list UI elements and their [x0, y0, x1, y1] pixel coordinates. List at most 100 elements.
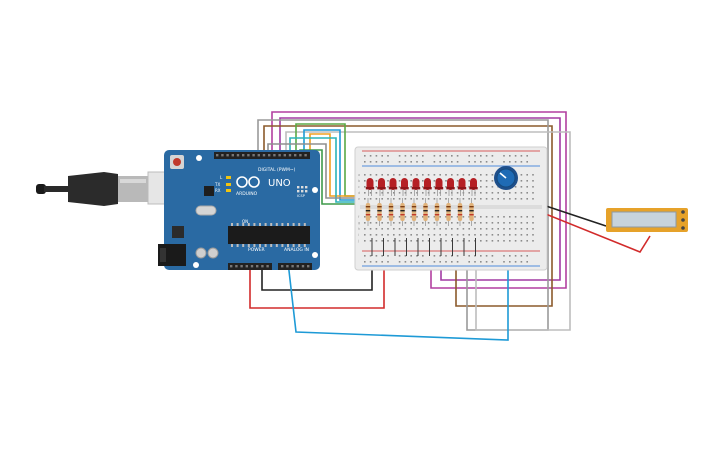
breadboard-hole[interactable]	[497, 240, 499, 242]
breadboard-hole[interactable]	[503, 198, 505, 200]
breadboard-hole[interactable]	[364, 228, 366, 230]
breadboard-hole[interactable]	[404, 198, 407, 200]
breadboard-hole[interactable]	[433, 198, 436, 200]
breadboard-hole[interactable]	[433, 186, 436, 188]
usb-cable[interactable]	[36, 171, 169, 206]
breadboard-hole[interactable]	[445, 240, 447, 242]
breadboard-hole[interactable]	[468, 192, 470, 194]
lcd-pin-2[interactable]	[681, 218, 685, 222]
rail-hole[interactable]	[369, 255, 372, 257]
power-pin[interactable]	[240, 265, 243, 268]
rail-hole[interactable]	[433, 255, 436, 257]
rail-hole[interactable]	[491, 161, 494, 163]
rail-hole[interactable]	[398, 161, 401, 163]
breadboard-hole[interactable]	[410, 216, 412, 218]
rail-hole[interactable]	[416, 261, 418, 263]
breadboard-hole[interactable]	[491, 186, 494, 188]
breadboard-hole[interactable]	[526, 186, 528, 188]
breadboard-hole[interactable]	[433, 240, 436, 242]
breadboard-hole[interactable]	[532, 180, 534, 182]
breadboard-hole[interactable]	[445, 234, 447, 236]
wire-gray-loop[interactable]	[257, 119, 549, 331]
breadboard-hole[interactable]	[462, 222, 465, 224]
breadboard-hole[interactable]	[364, 180, 366, 182]
breadboard-hole[interactable]	[416, 198, 418, 200]
breadboard-hole[interactable]	[462, 174, 465, 176]
breadboard-hole[interactable]	[520, 192, 523, 194]
rail-hole[interactable]	[485, 161, 488, 163]
breadboard-hole[interactable]	[526, 180, 528, 182]
rail-hole[interactable]	[491, 255, 494, 257]
rail-hole[interactable]	[474, 155, 476, 157]
analog-pin[interactable]	[307, 265, 310, 268]
breadboard-hole[interactable]	[520, 228, 523, 230]
breadboard-hole[interactable]	[381, 222, 383, 224]
breadboard-hole[interactable]	[485, 192, 488, 194]
breadboard-hole[interactable]	[393, 228, 395, 230]
breadboard-hole[interactable]	[468, 186, 470, 188]
rail-hole[interactable]	[422, 161, 424, 163]
rail-hole[interactable]	[375, 255, 378, 257]
breadboard-hole[interactable]	[456, 234, 459, 236]
rail-hole[interactable]	[456, 155, 459, 157]
breadboard-hole[interactable]	[456, 174, 459, 176]
breadboard-hole[interactable]	[474, 228, 476, 230]
breadboard-hole[interactable]	[514, 228, 517, 230]
breadboard-hole[interactable]	[468, 222, 470, 224]
breadboard-hole[interactable]	[474, 216, 476, 218]
breadboard-hole[interactable]	[491, 216, 494, 218]
power-pin[interactable]	[230, 265, 233, 268]
breadboard-hole[interactable]	[451, 228, 453, 230]
breadboard-hole[interactable]	[468, 234, 470, 236]
breadboard-hole[interactable]	[526, 228, 528, 230]
breadboard-hole[interactable]	[451, 222, 453, 224]
breadboard-hole[interactable]	[422, 174, 424, 176]
breadboard-hole[interactable]	[451, 198, 453, 200]
breadboard-hole[interactable]	[532, 222, 534, 224]
breadboard-hole[interactable]	[445, 174, 447, 176]
wire-gray-loop-2[interactable]	[285, 131, 571, 331]
resistor[interactable]	[469, 203, 474, 221]
resistor[interactable]	[446, 203, 451, 221]
rail-hole[interactable]	[503, 155, 505, 157]
breadboard-hole[interactable]	[387, 198, 389, 200]
rail-hole[interactable]	[398, 155, 401, 157]
breadboard-hole[interactable]	[503, 216, 505, 218]
rail-hole[interactable]	[451, 255, 453, 257]
rail-hole[interactable]	[375, 161, 378, 163]
digital-pin[interactable]	[299, 154, 302, 157]
breadboard-hole[interactable]	[462, 240, 465, 242]
rail-hole[interactable]	[410, 155, 412, 157]
analog-pin[interactable]	[281, 265, 284, 268]
rail-hole[interactable]	[474, 261, 476, 263]
breadboard-hole[interactable]	[369, 192, 372, 194]
breadboard-hole[interactable]	[445, 192, 447, 194]
breadboard-hole[interactable]	[404, 228, 407, 230]
rail-hole[interactable]	[509, 261, 511, 263]
power-pin[interactable]	[250, 265, 254, 268]
rail-hole[interactable]	[456, 261, 459, 263]
breadboard-hole[interactable]	[433, 234, 436, 236]
rail-hole[interactable]	[439, 261, 441, 263]
breadboard-hole[interactable]	[398, 198, 401, 200]
rail-hole[interactable]	[369, 161, 372, 163]
breadboard-hole[interactable]	[445, 198, 447, 200]
breadboard-hole[interactable]	[416, 234, 418, 236]
rail-hole[interactable]	[369, 261, 372, 263]
digital-pin[interactable]	[231, 154, 234, 157]
breadboard-hole[interactable]	[520, 234, 523, 236]
breadboard-hole[interactable]	[410, 192, 412, 194]
rail-hole[interactable]	[526, 155, 528, 157]
rail-hole[interactable]	[503, 255, 505, 257]
power-pin[interactable]	[266, 265, 269, 268]
breadboard-hole[interactable]	[416, 192, 418, 194]
rail-hole[interactable]	[514, 161, 517, 163]
breadboard-hole[interactable]	[526, 198, 528, 200]
breadboard-hole[interactable]	[393, 192, 395, 194]
rail-hole[interactable]	[468, 161, 470, 163]
breadboard-hole[interactable]	[509, 192, 511, 194]
rail-hole[interactable]	[520, 261, 523, 263]
breadboard-hole[interactable]	[451, 240, 453, 242]
resistor[interactable]	[388, 203, 394, 221]
breadboard-hole[interactable]	[480, 186, 482, 188]
